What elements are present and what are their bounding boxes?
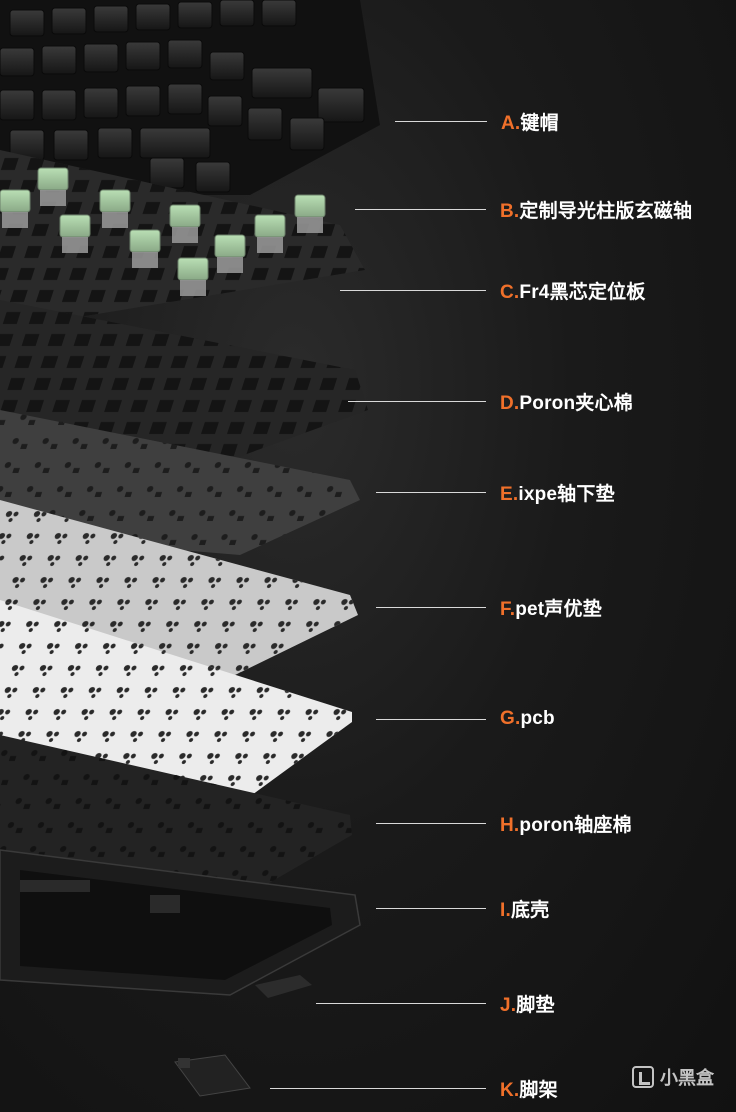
callout-label: F.pet声优垫 xyxy=(500,598,602,620)
callout-label: J.脚垫 xyxy=(500,994,555,1016)
callout-label: H.poron轴座棉 xyxy=(500,814,632,836)
foot-pad xyxy=(255,975,312,998)
leader-line xyxy=(376,491,486,493)
callout-label: K.脚架 xyxy=(500,1079,558,1101)
callout-label: D.Poron夹心棉 xyxy=(500,392,633,414)
poron-foam-layer xyxy=(0,300,368,460)
leader-line xyxy=(340,289,486,291)
callout-ixpe: E.ixpe轴下垫 xyxy=(376,477,615,507)
switch-bodies xyxy=(2,190,323,296)
ixpe-layer xyxy=(0,410,360,555)
leader-line xyxy=(376,822,486,824)
callout-label: G.pcb xyxy=(500,708,555,729)
leader-line xyxy=(270,1087,486,1089)
base-foam-layer xyxy=(0,735,352,900)
callout-poron-foam: D.Poron夹心棉 xyxy=(348,386,633,416)
callout-foot-pad: J.脚垫 xyxy=(316,988,555,1018)
leader-line xyxy=(376,606,486,608)
callout-foot-stand: K.脚架 xyxy=(270,1073,558,1103)
leader-line xyxy=(395,120,487,122)
callout-label: I.底壳 xyxy=(500,899,550,921)
callout-keycaps: A.键帽 xyxy=(395,106,559,136)
keycaps-layer xyxy=(0,0,380,195)
callout-label: C.Fr4黑芯定位板 xyxy=(500,281,646,303)
callout-label: B.定制导光柱版玄磁轴 xyxy=(500,200,693,222)
callout-label: A.键帽 xyxy=(501,112,559,134)
leader-line xyxy=(348,400,486,402)
leader-line xyxy=(316,1002,486,1004)
callout-pcb: G.pcb xyxy=(376,704,555,734)
foot-stand xyxy=(174,1054,251,1097)
watermark: 小黑盒 xyxy=(632,1064,714,1090)
callout-pet: F.pet声优垫 xyxy=(376,592,602,622)
callout-base-foam: H.poron轴座棉 xyxy=(376,808,632,838)
bottom-case-layer xyxy=(0,849,361,996)
leader-line xyxy=(376,718,486,720)
leader-line xyxy=(376,907,486,909)
watermark-text: 小黑盒 xyxy=(660,1068,714,1088)
heybox-logo-icon xyxy=(632,1066,654,1088)
callout-bottom-case: I.底壳 xyxy=(376,893,549,923)
callout-label: E.ixpe轴下垫 xyxy=(500,483,615,505)
leader-line xyxy=(355,208,486,210)
pcb-layer xyxy=(0,600,352,800)
callout-plate: C.Fr4黑芯定位板 xyxy=(340,275,646,305)
callout-switches: B.定制导光柱版玄磁轴 xyxy=(355,194,692,224)
